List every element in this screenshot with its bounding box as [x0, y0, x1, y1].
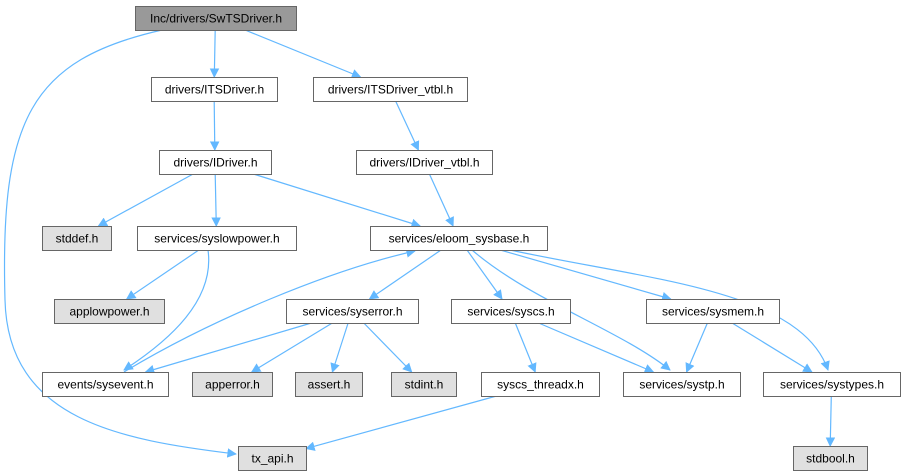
- node-box: [295, 372, 363, 397]
- node-itsdriver_vtbl[interactable]: drivers/ITSDriver_vtbl.h: [313, 77, 468, 102]
- node-idriver_vtbl[interactable]: drivers/IDriver_vtbl.h: [356, 150, 493, 175]
- edge-syserror-to-assert: [330, 322, 349, 373]
- node-box: [42, 372, 169, 397]
- node-applowpower: applowpower.h: [54, 299, 165, 324]
- edge-eloom-to-systp: [471, 249, 671, 371]
- node-syserror[interactable]: services/syserror.h: [286, 299, 419, 324]
- node-box: [623, 372, 741, 397]
- node-box: [137, 226, 297, 251]
- node-box: [286, 299, 419, 324]
- edge-syserror-to-sysevent: [144, 322, 312, 375]
- node-systypes[interactable]: services/systypes.h: [763, 372, 901, 397]
- node-label: syscs_threadx.h: [497, 378, 584, 392]
- node-box: [793, 446, 868, 471]
- node-box: [151, 77, 278, 102]
- node-box: [135, 6, 297, 31]
- node-sysevent[interactable]: events/sysevent.h: [42, 372, 169, 397]
- node-box: [42, 226, 112, 251]
- node-stddef: stddef.h: [42, 226, 112, 251]
- node-label: stdbool.h: [806, 452, 855, 466]
- node-label: services/eloom_sysbase.h: [389, 232, 530, 246]
- node-sysmem[interactable]: services/sysmem.h: [646, 299, 780, 324]
- node-systp[interactable]: services/systp.h: [623, 372, 741, 397]
- edge-syserror-to-apperror: [250, 322, 333, 373]
- edge-eloom-to-syserror: [368, 249, 442, 300]
- node-assert: assert.h: [295, 372, 363, 397]
- node-label: stdint.h: [405, 378, 444, 392]
- node-box: [313, 77, 468, 102]
- node-syscs_threadx[interactable]: syscs_threadx.h: [481, 372, 600, 397]
- edge-eloom-to-syscs: [466, 249, 503, 300]
- node-box: [763, 372, 901, 397]
- edge-swts-to-txapi: [3, 29, 237, 458]
- edge-eloom-to-sysmem: [500, 249, 672, 302]
- nodes-layer: Inc/drivers/SwTSDriver.h drivers/ITSDrive…: [42, 6, 901, 471]
- node-label: services/systp.h: [639, 378, 724, 392]
- node-stdint: stdint.h: [391, 372, 457, 397]
- node-box: [159, 150, 272, 175]
- edge-idriver-to-eloom: [253, 173, 422, 229]
- edge-syscs-to-syscs_threadx: [514, 322, 537, 373]
- edge-swts-to-itsdriver_vtbl: [244, 29, 362, 79]
- node-label: services/syslowpower.h: [154, 232, 279, 246]
- node-box: [238, 446, 307, 471]
- edge-eloom-to-systypes: [509, 249, 830, 371]
- node-box: [451, 299, 571, 324]
- node-syslowpower[interactable]: services/syslowpower.h: [137, 226, 297, 251]
- node-apperror: apperror.h: [192, 372, 273, 397]
- edge-idriver-to-stddef: [97, 173, 194, 227]
- node-label: drivers/IDriver.h: [173, 156, 257, 170]
- edge-itsdriver-to-idriver: [209, 100, 220, 151]
- node-swts[interactable]: Inc/drivers/SwTSDriver.h: [135, 6, 297, 31]
- node-eloom[interactable]: services/eloom_sysbase.h: [370, 226, 548, 251]
- node-label: drivers/IDriver_vtbl.h: [369, 156, 479, 170]
- node-label: applowpower.h: [69, 305, 149, 319]
- node-label: apperror.h: [205, 378, 260, 392]
- node-box: [646, 299, 780, 324]
- edge-syscs_threadx-to-txapi: [305, 395, 497, 451]
- edge-sysevent-to-eloom: [123, 248, 416, 373]
- node-box: [481, 372, 600, 397]
- node-itsdriver[interactable]: drivers/ITSDriver.h: [151, 77, 278, 102]
- node-box: [54, 299, 165, 324]
- edges-layer: [3, 29, 836, 458]
- node-label: drivers/ITSDriver_vtbl.h: [328, 83, 453, 97]
- edge-swts-to-itsdriver: [209, 29, 220, 78]
- node-label: stddef.h: [56, 232, 99, 246]
- node-label: services/systypes.h: [780, 378, 884, 392]
- edge-sysmem-to-systp: [685, 322, 708, 373]
- edge-syserror-to-stdint: [363, 322, 413, 373]
- node-syscs[interactable]: services/syscs.h: [451, 299, 571, 324]
- node-label: services/sysmem.h: [662, 305, 764, 319]
- node-label: tx_api.h: [251, 452, 293, 466]
- node-box: [391, 372, 457, 397]
- node-label: services/syscs.h: [467, 305, 554, 319]
- node-box: [192, 372, 273, 397]
- edge-systypes-to-stdbool: [825, 395, 836, 447]
- edge-syslowpower-to-sysevent: [123, 249, 210, 371]
- node-idriver[interactable]: drivers/IDriver.h: [159, 150, 272, 175]
- node-label: assert.h: [308, 378, 351, 392]
- edge-sysmem-to-systypes: [731, 322, 813, 373]
- node-stdbool: stdbool.h: [793, 446, 868, 471]
- node-txapi: tx_api.h: [238, 446, 307, 471]
- edge-idriver_vtbl-to-eloom: [428, 173, 454, 227]
- node-label: services/syserror.h: [302, 305, 402, 319]
- edge-syslowpower-to-applowpower: [125, 249, 200, 300]
- edge-idriver-to-syslowpower: [211, 173, 221, 227]
- node-label: events/sysevent.h: [57, 378, 153, 392]
- edge-syscs-to-systp: [538, 322, 655, 374]
- node-box: [370, 226, 548, 251]
- node-label: Inc/drivers/SwTSDriver.h: [150, 12, 282, 26]
- node-label: drivers/ITSDriver.h: [165, 83, 264, 97]
- edge-itsdriver_vtbl-to-idriver_vtbl: [395, 100, 420, 151]
- node-box: [356, 150, 493, 175]
